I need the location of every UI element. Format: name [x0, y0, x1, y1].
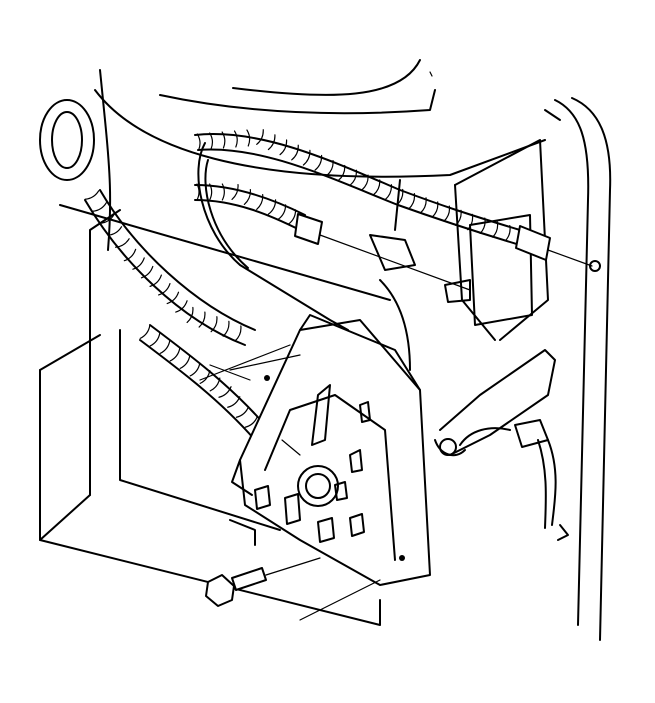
cable-end-fittings: [294, 213, 601, 291]
motor-hub-icon: [297, 465, 339, 507]
wiring-harness-connector: [434, 349, 569, 541]
access-hole-icon: [39, 99, 95, 181]
actuator-rod: [197, 142, 411, 371]
window-regulator-module: [229, 314, 431, 586]
alignment-lines: [199, 71, 433, 456]
lower-cable-conduit: [84, 183, 306, 441]
mounting-bolt: [205, 557, 381, 621]
upper-cable-conduit: [194, 129, 521, 246]
door-outer-edge: [544, 97, 612, 641]
